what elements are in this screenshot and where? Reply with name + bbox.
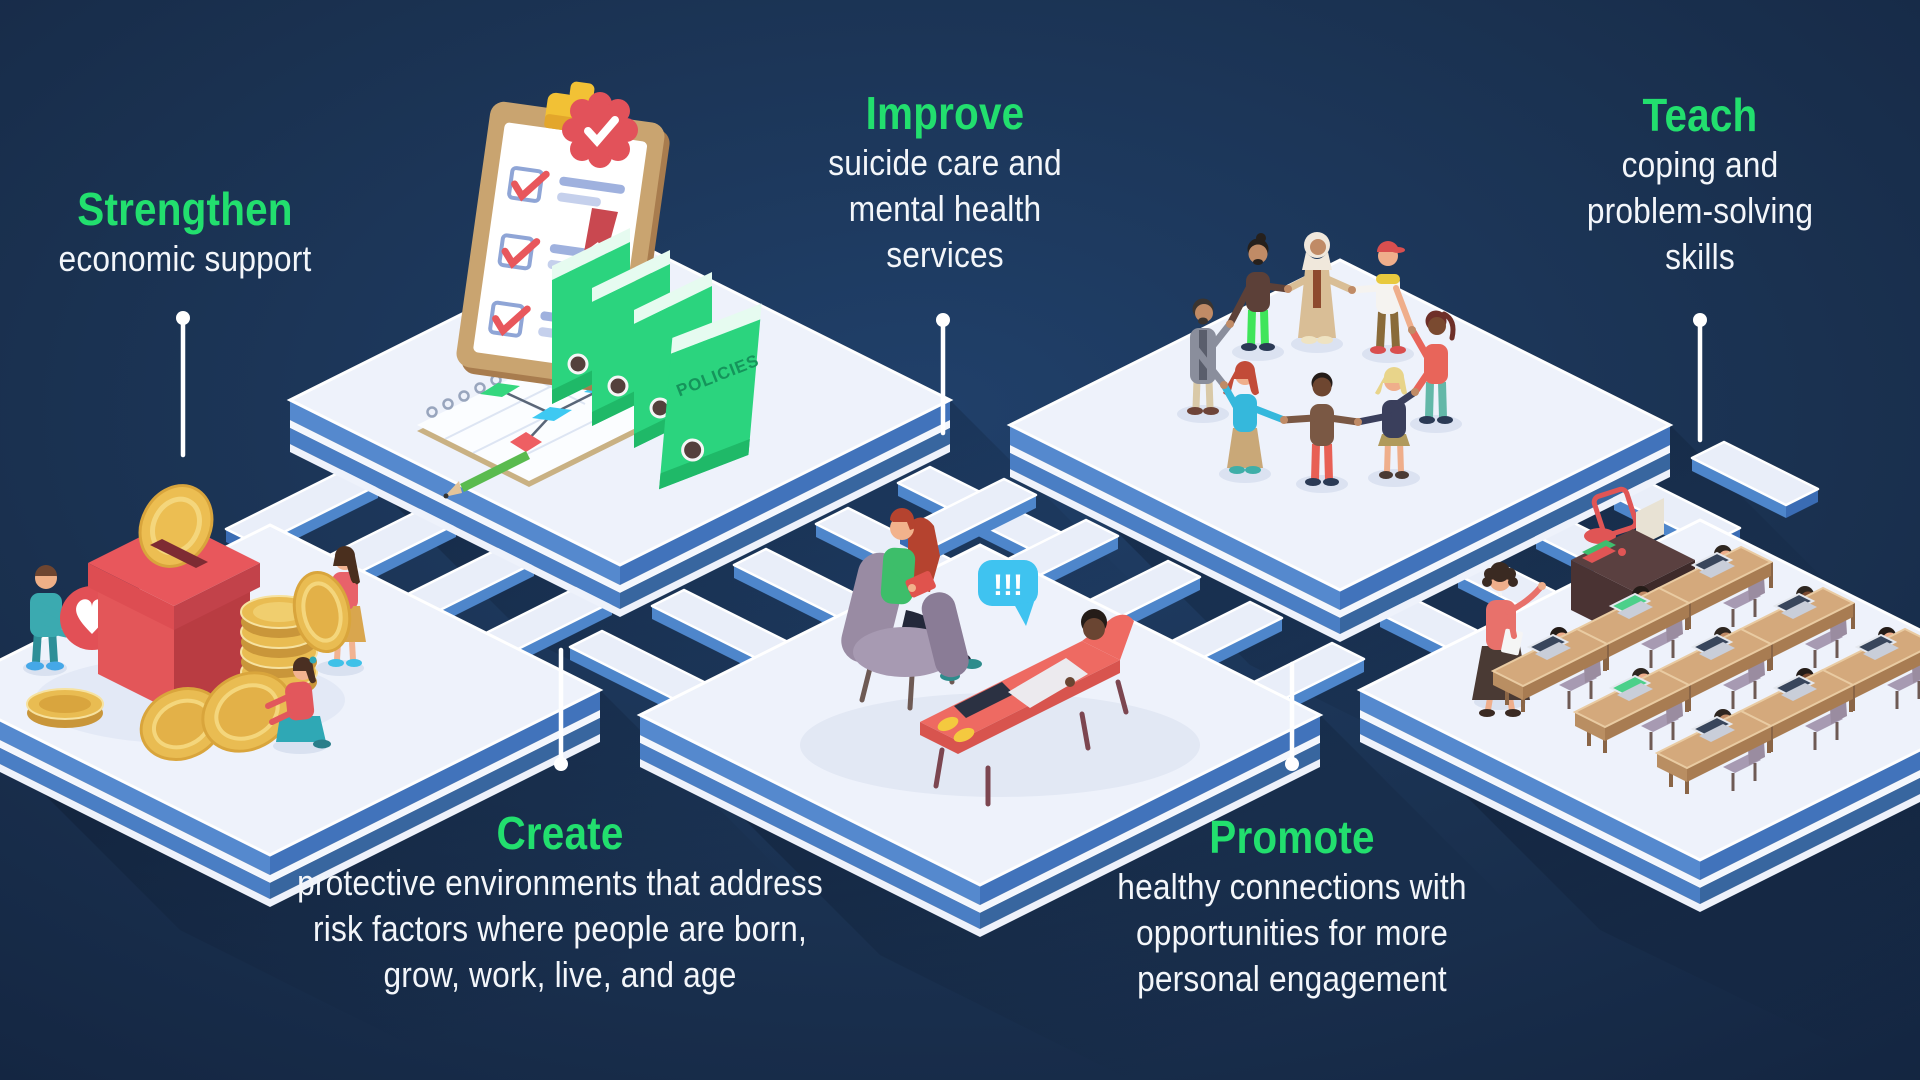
connector-improve [936,313,950,436]
therapy-scene: !!! [800,508,1200,807]
bubble-text: !!! [993,569,1023,602]
strategy-line: skills [1665,236,1735,277]
student-desks [1490,545,1920,794]
student-desk-unit [1572,586,1692,671]
classroom-scene [1472,486,1920,794]
student-desk-unit [1490,627,1610,712]
strategy-line: opportunities for more [1135,912,1449,953]
strategy-keyword: Promote [1209,811,1375,863]
strategy-keyword: Strengthen [77,183,293,235]
teacher-chair-icon [1591,486,1639,538]
people-circle-scene [1177,232,1462,493]
strategy-line: personal engagement [1137,958,1447,999]
person-figure [1370,241,1406,354]
patient-figure [920,609,1134,807]
donation-scene [23,484,366,761]
person-figure [1223,361,1263,474]
coins-icon [26,671,293,761]
strategy-line: mental health [848,188,1042,229]
award-rosette-icon [562,92,638,256]
strategy-line: suicide care and [828,142,1062,183]
connector-strengthen [176,311,190,458]
strategy-line: protective environments that address [297,862,823,903]
person-figure [1305,372,1339,486]
policy-binders-icon: POLICIES [552,228,762,490]
platform-improve: !!! [636,508,1324,937]
connector-create [554,647,568,771]
person-figure [1419,310,1456,424]
platform-teach [1356,486,1920,912]
strategy-line: problem-solving [1586,190,1814,231]
connector-promote [1285,661,1299,771]
speech-bubble-icon: !!! [978,560,1038,626]
person-figure [1298,232,1336,344]
platform-create: POLICIES [286,81,954,617]
strategy-line: services [886,234,1004,275]
student-desk-unit [1654,709,1774,794]
pencil-icon [443,450,531,499]
coin-holder-figure [292,546,366,676]
label-improve: Improve suicide care and mental health s… [828,86,1062,278]
person-figure [1375,367,1410,479]
label-strengthen: Strengthen economic support [59,182,312,282]
strategy-keyword: Create [496,807,624,859]
label-create: Create protective environments that addr… [297,806,823,998]
platform-promote [1006,232,1674,642]
label-connectors [176,311,1707,771]
policies-binder-icon: POLICIES [659,303,762,490]
label-teach: Teach coping and problem-solving skills [1587,88,1813,280]
strategy-keyword: Teach [1642,89,1758,141]
connector-teach [1693,313,1707,443]
strategy-line: coping and [1621,144,1779,185]
label-promote: Promote healthy connections with opportu… [1117,810,1466,1002]
strategy-line: grow, work, live, and age [383,954,737,995]
strategy-line: risk factors where people are born, [313,908,807,949]
person-figure [1241,233,1275,351]
kneeling-figure [265,656,331,754]
therapist-figure [841,508,982,711]
strategy-line: economic support [58,238,312,279]
student-desk-unit [1654,627,1774,712]
policies-scene: POLICIES [417,81,762,499]
student-desk-unit [1572,668,1692,753]
strategy-keyword: Improve [865,87,1025,139]
strategy-line: healthy connections with [1117,866,1467,907]
platform-strengthen [0,484,604,907]
